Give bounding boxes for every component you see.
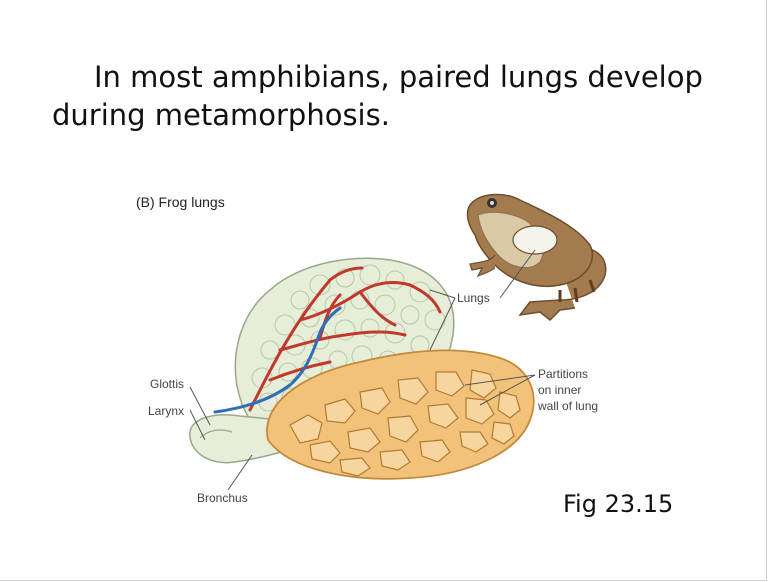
label-partitions-1: Partitions bbox=[538, 367, 588, 381]
label-lungs: Lungs bbox=[457, 291, 490, 305]
label-partitions-2: on inner bbox=[538, 383, 581, 397]
figure-caption: Fig 23.15 bbox=[563, 490, 673, 518]
label-glottis: Glottis bbox=[150, 377, 184, 391]
label-partitions-3: wall of lung bbox=[537, 399, 598, 413]
label-bronchus: Bronchus bbox=[197, 491, 248, 505]
label-larynx: Larynx bbox=[148, 404, 184, 418]
